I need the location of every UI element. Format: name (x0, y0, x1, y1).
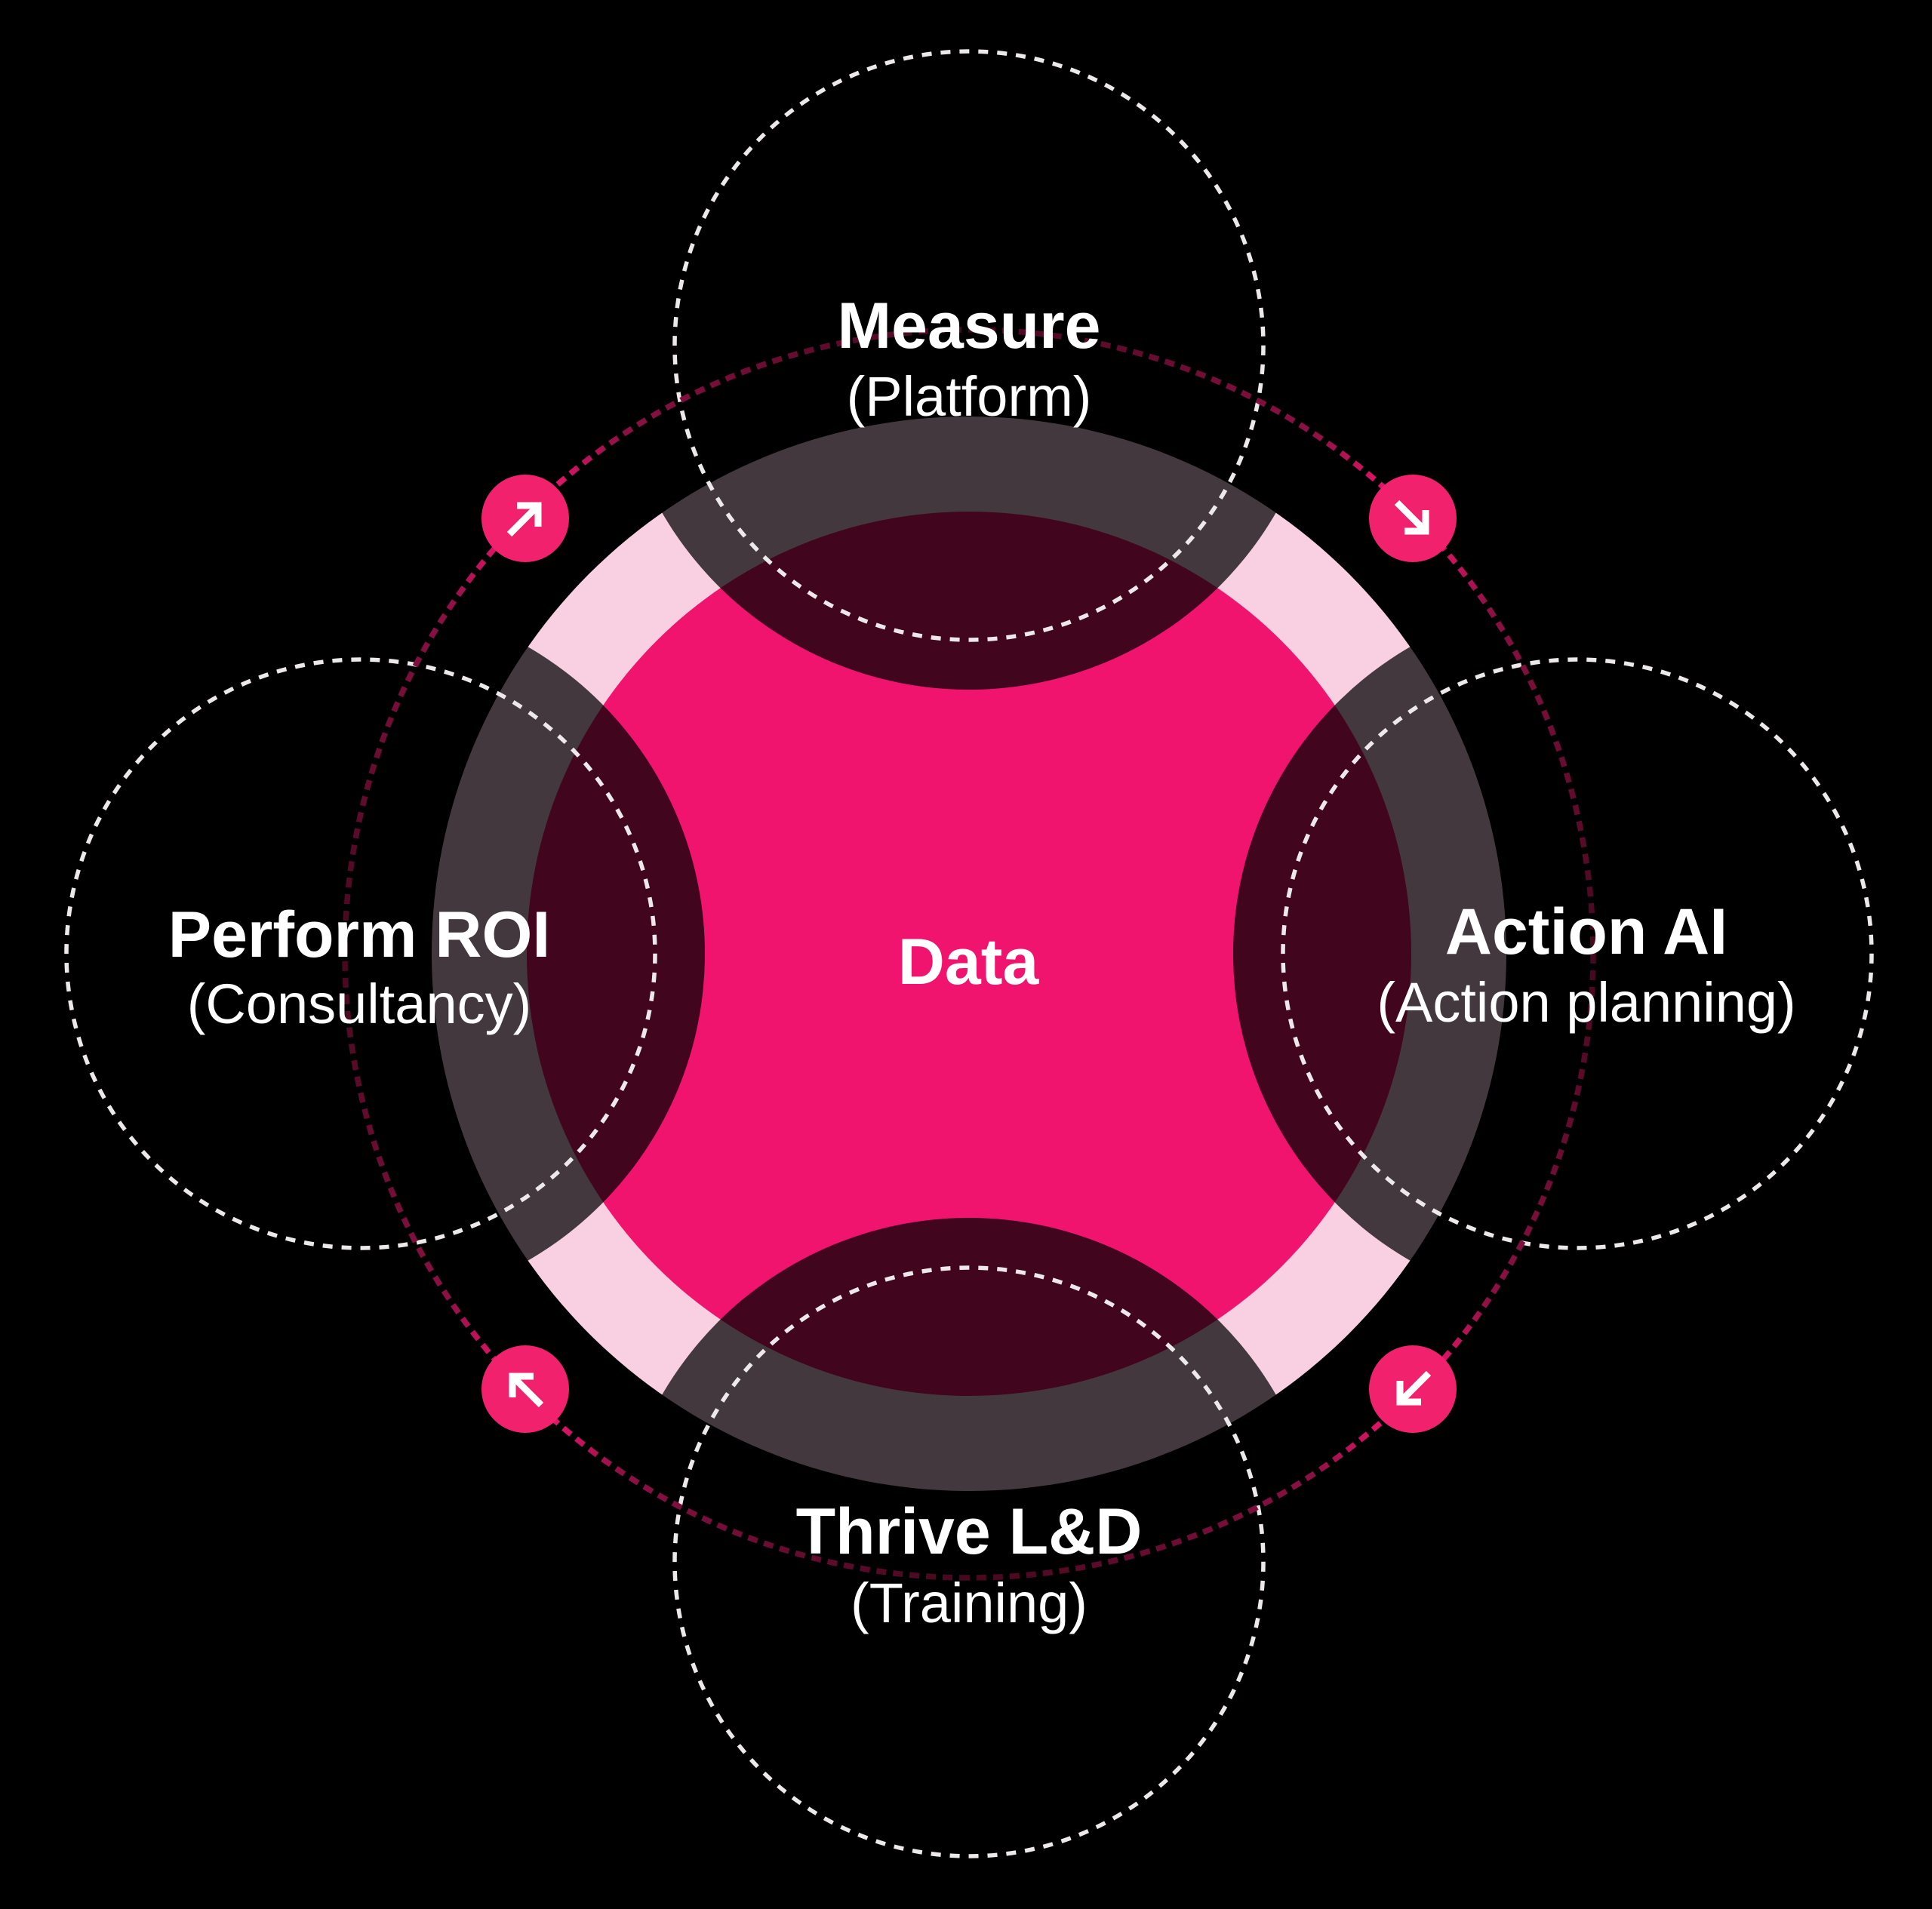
overlay-circle-right (1233, 599, 1932, 1308)
node-subtitle-bottom: (Training) (851, 1572, 1088, 1634)
node-subtitle-top: (Platform) (847, 365, 1092, 428)
labels: Data Measure (Platform) Action AI (Actio… (168, 290, 1796, 1634)
flow-button-top-right[interactable] (1369, 475, 1457, 562)
arrow-up-left-icon (509, 1373, 544, 1408)
overlay-circle-bottom (614, 1218, 1324, 1909)
flow-button-top-left[interactable] (481, 475, 569, 562)
node-title-bottom: Thrive L&D (796, 1496, 1143, 1568)
flow-button-bottom-right[interactable] (1369, 1345, 1457, 1433)
arrow-down-left-icon (1396, 1370, 1432, 1406)
node-title-left: Perform ROI (168, 899, 551, 971)
arrow-down-right-icon (1394, 500, 1429, 535)
dotted-orbit-left (64, 657, 657, 1250)
node-subtitle-right: (Action planning) (1377, 971, 1795, 1034)
flow-buttons (481, 475, 1457, 1433)
flow-button-bottom-left[interactable] (481, 1345, 569, 1433)
dotted-orbit-bottom (672, 1265, 1266, 1858)
center-label: Data (898, 926, 1040, 998)
arrow-up-right-icon (506, 502, 542, 537)
dotted-orbit-top (672, 49, 1266, 642)
hub-core-disc (527, 512, 1411, 1396)
dotted-orbits (64, 49, 1874, 1858)
node-title-top: Measure (838, 290, 1101, 362)
dotted-orbit-right (1281, 657, 1874, 1250)
overlay-circle-top (614, 0, 1324, 690)
node-title-right: Action AI (1445, 896, 1727, 968)
overlay-circle-left (0, 599, 705, 1308)
node-subtitle-left: (Consultancy) (187, 973, 532, 1035)
